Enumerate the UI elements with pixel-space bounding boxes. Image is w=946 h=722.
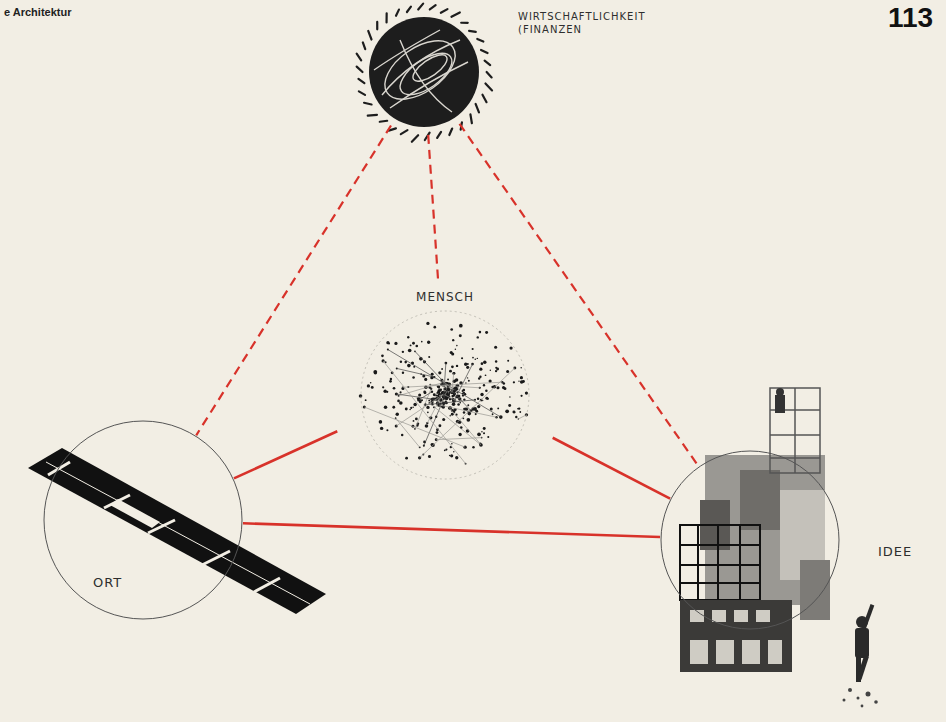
text-holder: WIRTSCHAFTLICHKEIT (FINANZEN (518, 11, 658, 36)
running-header: e Architektur (4, 6, 71, 20)
text-holder: MENSCH (340, 290, 550, 305)
solid-connector (234, 431, 337, 478)
idea-collage (680, 388, 878, 707)
node-label: IDEE (878, 544, 938, 560)
circle-outline (660, 450, 840, 630)
node-label: MENSCH (340, 290, 550, 305)
finance-globe: WIRTSCHAFTLICHKEIT (FINANZEN (368, 17, 480, 129)
globe-illustration (357, 4, 492, 142)
idea-circle: IDEE (660, 450, 840, 630)
circle-outline (43, 420, 243, 620)
solid-connector (553, 438, 670, 499)
node-label: ORT (93, 575, 153, 591)
text-holder: ORT (93, 575, 153, 591)
label-holder: 113 (888, 0, 933, 35)
dashed-connector (428, 135, 438, 279)
solid-connector (243, 523, 660, 537)
people-cloud-node: MENSCH (340, 282, 550, 482)
site-circle: ORT (43, 420, 243, 620)
people-cloud (359, 311, 529, 479)
text-holder: IDEE (878, 544, 938, 560)
dashed-connector (196, 125, 391, 435)
node-label: WIRTSCHAFTLICHKEIT (FINANZEN (518, 11, 658, 36)
label-holder: e Architektur (4, 6, 71, 20)
dashed-connector (459, 124, 698, 466)
page-number: 113 (888, 0, 933, 35)
